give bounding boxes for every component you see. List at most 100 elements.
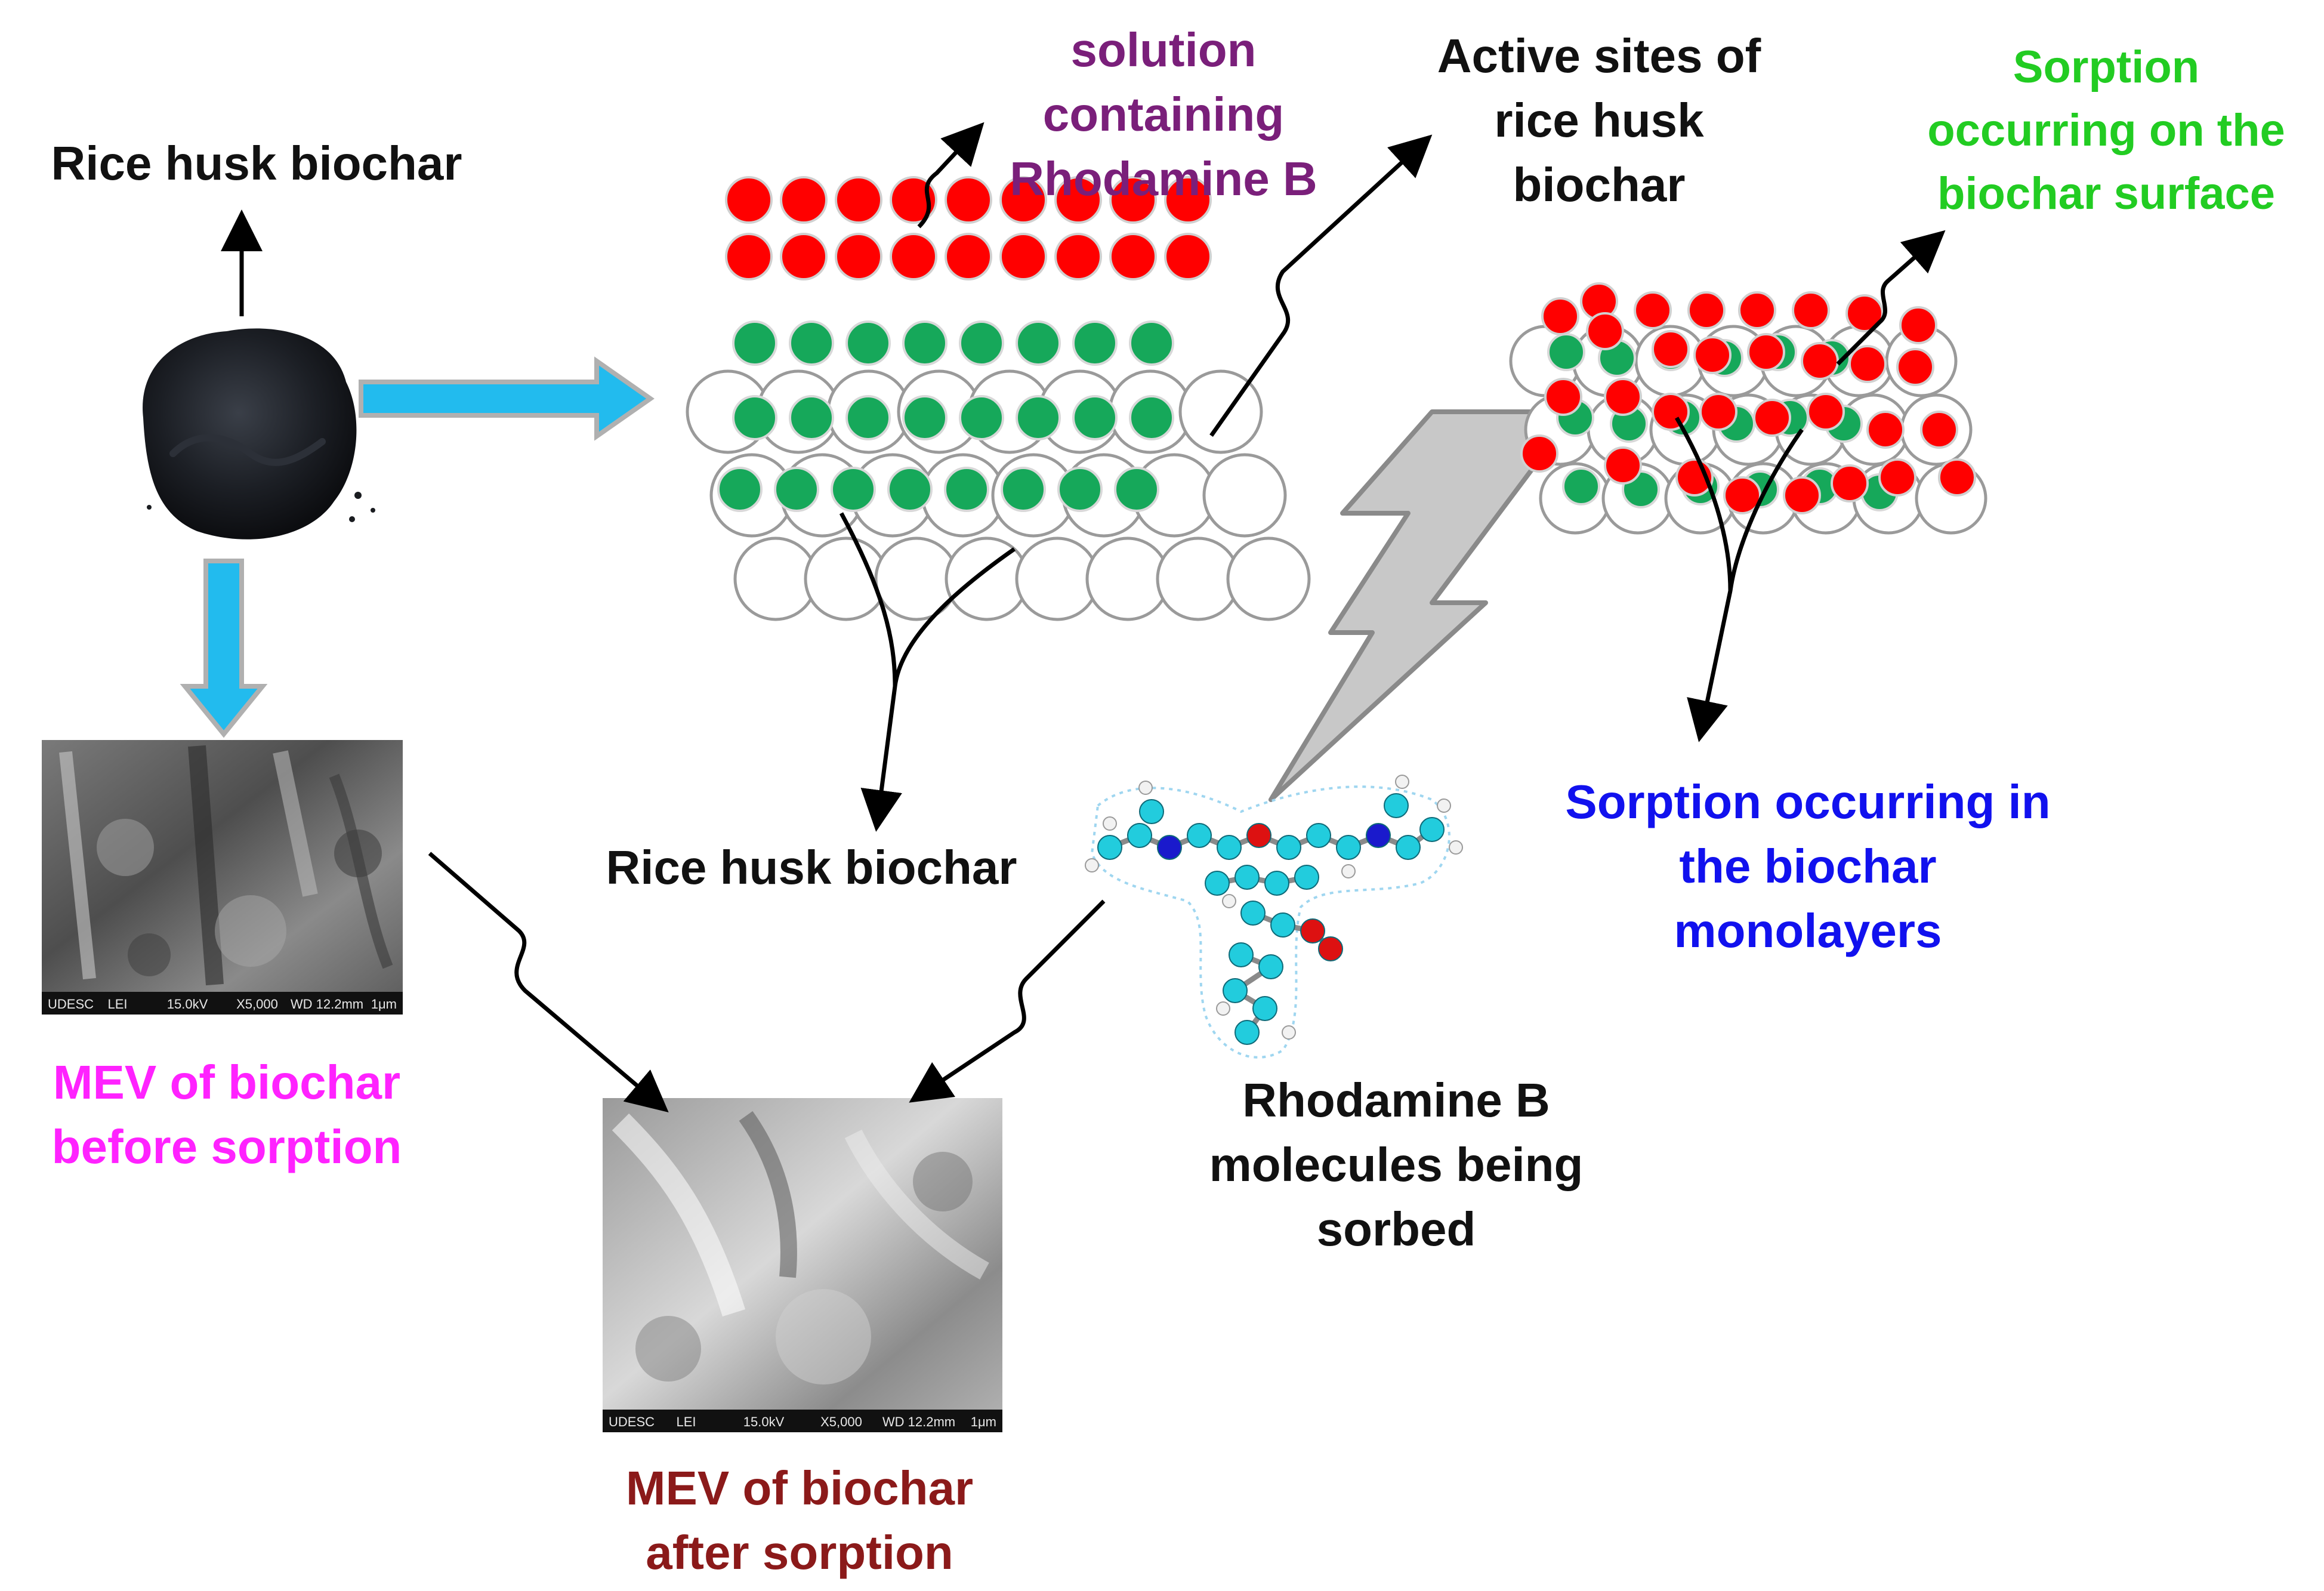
hydrogen-atom xyxy=(1103,816,1117,831)
hydrogen-atom xyxy=(1085,858,1099,872)
oxygen-atom xyxy=(1300,918,1325,944)
rhodamine-particle xyxy=(1109,233,1157,280)
active-site xyxy=(732,320,777,366)
rhodamine-particle xyxy=(835,233,882,280)
rhodamine-particle xyxy=(725,176,773,224)
rhodamine-particle xyxy=(1899,306,1937,344)
active-site xyxy=(845,320,891,366)
scale-bar-text: 15.0kV xyxy=(743,1414,785,1429)
rhodamine-b-molecule xyxy=(1085,775,1463,1059)
biochar-powder-image xyxy=(143,328,375,539)
active-site xyxy=(774,467,819,512)
label-mev-before-sorption: MEV of biochar before sorption xyxy=(51,1056,402,1173)
carbon-atom xyxy=(1205,871,1230,896)
active-site xyxy=(789,395,834,440)
carbon-atom xyxy=(1396,835,1421,860)
carbon-atom xyxy=(1097,835,1122,860)
rhodamine-particle xyxy=(1878,458,1916,497)
active-site xyxy=(1057,467,1103,512)
active-site xyxy=(1129,320,1174,366)
carbon-atom xyxy=(1127,823,1152,848)
hydrogen-atom xyxy=(1282,1025,1296,1040)
active-site xyxy=(732,395,777,440)
biochar-grain xyxy=(1202,453,1287,538)
active-site xyxy=(1547,333,1585,371)
active-site xyxy=(1072,395,1118,440)
hydrogen-atom xyxy=(1437,798,1451,813)
scale-bar-text: WD 12.2mm xyxy=(291,997,363,1012)
rhodamine-particle xyxy=(1541,297,1579,335)
rhodamine-particle xyxy=(1693,336,1732,374)
carbon-atom xyxy=(1240,901,1266,926)
rhodamine-particle xyxy=(1604,378,1642,416)
saturated-biochar-bed xyxy=(1509,282,1987,535)
active-site xyxy=(717,467,763,512)
rhodamine-particle xyxy=(999,176,1047,224)
bracket-biochar-bed xyxy=(841,512,1016,824)
rhodamine-particle xyxy=(945,176,992,224)
rhodamine-particle xyxy=(1699,393,1737,431)
active-site xyxy=(902,320,947,366)
carbon-atom xyxy=(1384,793,1409,818)
scale-bar-text: LEI xyxy=(676,1414,696,1429)
lightning-bolt xyxy=(1269,409,1578,802)
label-rice-husk-biochar-mid: Rice husk biochar xyxy=(606,841,1017,894)
active-site xyxy=(1562,467,1600,505)
rhodamine-particle xyxy=(1687,291,1726,329)
scale-bar-text: UDESC xyxy=(48,997,94,1012)
carbon-atom xyxy=(1229,942,1254,967)
rhodamine-particle xyxy=(1738,291,1776,329)
rhodamine-particle xyxy=(1109,176,1157,224)
scale-bar-text: X5,000 xyxy=(236,997,278,1012)
rhodamine-particle xyxy=(1831,464,1869,502)
rhodamine-particle xyxy=(1652,330,1690,368)
scale-bar-text: 1μm xyxy=(371,997,397,1012)
active-site xyxy=(1114,467,1159,512)
carbon-atom xyxy=(1276,835,1301,860)
rhodamine-particle xyxy=(1604,446,1642,485)
carbon-atom xyxy=(1270,912,1295,938)
nitrogen-atom xyxy=(1157,835,1182,860)
carbon-atom xyxy=(1223,978,1248,1003)
rhodamine-particle xyxy=(1164,176,1212,224)
carbon-atom xyxy=(1217,835,1242,860)
rhodamine-particle xyxy=(1520,434,1558,473)
active-site xyxy=(1072,320,1118,366)
carbon-atom xyxy=(1294,865,1319,890)
scale-bar-text: X5,000 xyxy=(820,1414,862,1429)
label-active-sites: Active sites of rice husk biochar xyxy=(1437,29,1761,211)
nitrogen-atom xyxy=(1366,823,1391,848)
label-rice-husk-biochar-top: Rice husk biochar xyxy=(51,137,462,190)
carbon-atom xyxy=(1336,835,1361,860)
arrow-to-active-sites-label xyxy=(1209,134,1433,437)
hydrogen-atom xyxy=(1216,1001,1230,1016)
hydrogen-atom xyxy=(1222,894,1236,908)
active-site xyxy=(959,395,1004,440)
rhodamine-particle xyxy=(1164,233,1212,280)
rhodamine-particle xyxy=(1054,233,1102,280)
scale-bar-text: WD 12.2mm xyxy=(882,1414,955,1429)
scale-bar-text: UDESC xyxy=(609,1414,655,1429)
rhodamine-particle xyxy=(1586,312,1624,350)
rhodamine-particle xyxy=(999,233,1047,280)
active-site xyxy=(1016,320,1061,366)
rhodamine-particle xyxy=(1801,342,1839,380)
arrow-molecule-to-sem-after xyxy=(909,899,1106,1103)
carbon-atom xyxy=(1258,954,1283,979)
label-rhodamine-b-molecules: Rhodamine B molecules being sorbed xyxy=(1209,1074,1584,1256)
carbon-atom xyxy=(1187,823,1212,848)
rhodamine-particle xyxy=(1938,458,1976,497)
carbon-atom xyxy=(1234,1020,1260,1045)
scale-bar-text: 15.0kV xyxy=(167,997,208,1012)
label-mev-after-sorption: MEV of biochar after sorption xyxy=(625,1462,974,1579)
rhodamine-particle xyxy=(1845,294,1884,332)
active-site xyxy=(789,320,834,366)
rhodamine-particle xyxy=(1896,348,1934,386)
rhodamine-particle xyxy=(1753,399,1791,437)
bracket-saturated-bed xyxy=(1677,417,1804,734)
hydrogen-atom xyxy=(1395,775,1409,789)
